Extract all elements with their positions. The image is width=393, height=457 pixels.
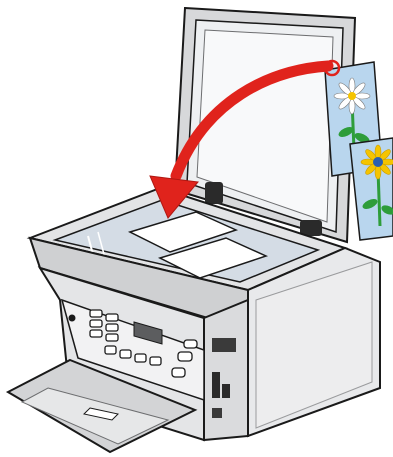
panel-button[interactable] xyxy=(178,352,192,361)
panel-button[interactable] xyxy=(150,357,161,365)
panel-button[interactable] xyxy=(90,310,102,317)
status-display xyxy=(212,338,236,352)
usb-port xyxy=(212,408,222,418)
memory-card-slot xyxy=(212,372,220,398)
panel-button[interactable] xyxy=(106,334,118,341)
panel-button[interactable] xyxy=(120,350,131,358)
photo-sunflower xyxy=(350,138,393,240)
panel-button[interactable] xyxy=(105,346,116,354)
panel-button[interactable] xyxy=(106,314,118,321)
lid-hinge-left xyxy=(205,182,223,204)
panel-button[interactable] xyxy=(184,340,197,348)
panel-button[interactable] xyxy=(135,354,146,362)
panel-button[interactable] xyxy=(90,320,102,327)
power-button[interactable] xyxy=(69,315,76,322)
memory-card-slot xyxy=(222,384,230,398)
panel-button[interactable] xyxy=(90,330,102,337)
panel-button[interactable] xyxy=(106,324,118,331)
panel-button[interactable] xyxy=(172,368,185,377)
